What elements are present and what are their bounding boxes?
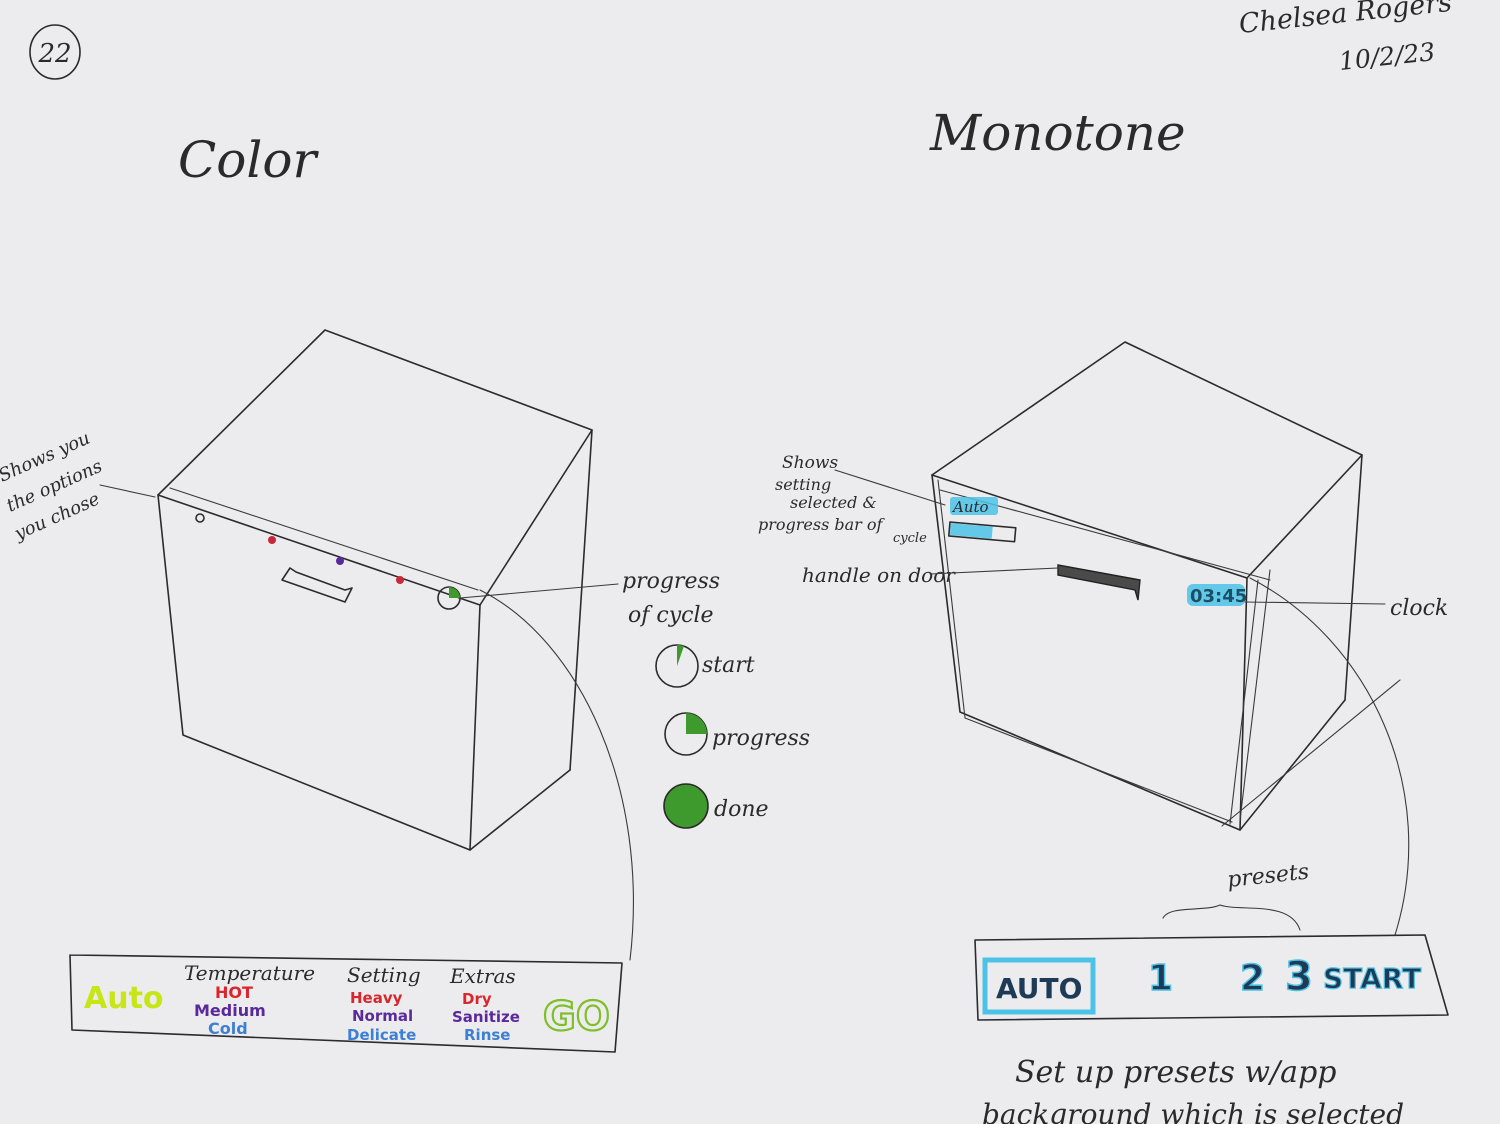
monotone-title: Monotone [929,104,1186,162]
start-button[interactable]: START [1322,961,1421,995]
color-title: Color [178,131,319,189]
cycle-progress-bar-fill [949,523,993,539]
temperature-heading: Temperature [184,961,315,985]
done-state-icon [663,783,709,829]
legend-progress-label: progress [712,726,810,751]
extras-option-sanitize[interactable]: Sanitize [452,1008,520,1026]
setting-option-normal[interactable]: Normal [352,1007,413,1025]
extras-light-icon [396,576,404,584]
monotone-leader-curve [1249,577,1410,936]
svg-text:selected &: selected & [790,493,877,512]
go-button[interactable]: GO [542,993,611,1041]
indicator-light-icon [195,513,205,523]
cycle-progress-indicator-icon [437,586,461,610]
preset-2-button[interactable]: 2 [1239,957,1266,1000]
auto-button[interactable]: Auto [84,981,164,1016]
door-handle-icon [281,567,353,603]
legend-start-label: start [702,653,755,678]
temperature-option-hot[interactable]: HOT [215,983,253,1002]
progress-note-line-2: of cycle [628,603,714,628]
cycle-progress-bar [947,521,1017,543]
page-number-badge: 22 [29,24,81,80]
extras-option-dry[interactable]: Dry [462,990,492,1008]
monotone-note-left: Shows setting selected & progress bar of… [758,453,927,546]
setting-option-delicate[interactable]: Delicate [347,1026,416,1044]
clock-highlight [1187,584,1245,606]
clock-display: 03:45 [1190,586,1247,607]
presets-brace [1162,904,1301,931]
handle-note: handle on door [802,563,956,587]
extras-option-rinse[interactable]: Rinse [464,1026,510,1044]
monotone-auto-button[interactable]: AUTO [996,972,1082,1005]
auto-preset-highlight [982,957,1096,1015]
presets-note: presets [1226,860,1310,893]
progress-legend: start progress done [655,644,810,829]
color-control-panel [69,954,623,1053]
setting-light-icon [336,557,344,565]
sketch-date: 10/2/23 [1338,37,1437,76]
preset-1-button[interactable]: 1 [1147,957,1174,1000]
footer-note-line-2: background which is selected [982,1098,1404,1124]
color-leader-curve [479,589,634,961]
color-note-left: Shows you the options you chose [0,428,105,545]
monotone-dishwasher-drawing [931,341,1401,831]
extras-heading: Extras [449,964,516,988]
setting-option-heavy[interactable]: Heavy [350,989,403,1007]
monotone-door-handle-icon [1057,564,1141,601]
setting-heading: Setting [347,963,421,987]
page-number: 22 [37,39,71,69]
temperature-option-medium[interactable]: Medium [194,1001,266,1020]
monotone-display-highlight [950,497,998,515]
svg-text:Shows: Shows [782,453,838,473]
author-name: Chelsea Rogers [1237,0,1453,40]
svg-text:cycle: cycle [893,531,927,546]
monotone-display-auto: Auto [951,498,989,516]
progress-note-line-1: progress [622,569,720,594]
svg-text:progress bar of: progress bar of [758,515,886,534]
monotone-control-panel [974,934,1449,1021]
temperature-option-cold[interactable]: Cold [208,1019,248,1038]
footer-note-line-1: Set up presets w/app [1015,1055,1336,1090]
temperature-light-icon [268,536,276,544]
preset-3-button[interactable]: 3 [1284,953,1313,1001]
svg-text:setting: setting [775,475,831,494]
color-dishwasher-drawing [157,329,593,851]
clock-note: clock [1390,596,1448,621]
legend-done-label: done [714,797,769,822]
